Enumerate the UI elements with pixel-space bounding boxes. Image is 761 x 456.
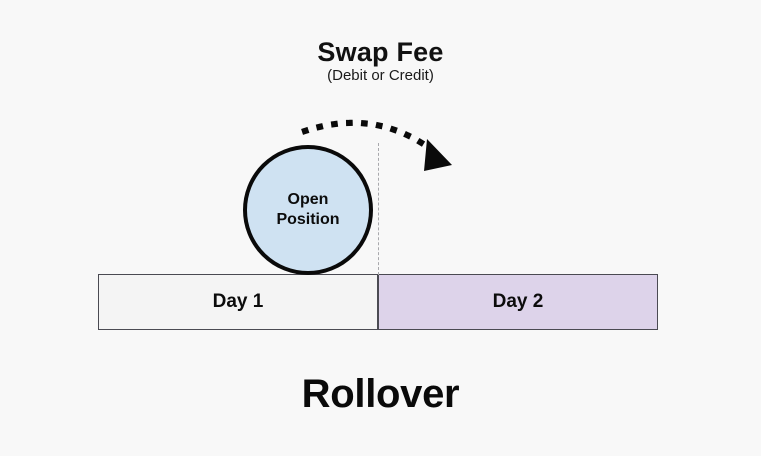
rollover-caption: Rollover bbox=[301, 372, 460, 416]
timeline-segment-day-1-label: Day 1 bbox=[212, 291, 264, 312]
timeline: Day 1 Day 2 bbox=[98, 274, 658, 330]
open-position-label-line-2: Position bbox=[276, 211, 340, 228]
open-position-circle: Open Position bbox=[243, 145, 373, 275]
arrow-head-icon bbox=[424, 139, 452, 171]
timeline-segment-day-2: Day 2 bbox=[378, 274, 658, 330]
arrow-dotted-arc bbox=[301, 119, 437, 155]
timeline-segment-day-1: Day 1 bbox=[98, 274, 378, 330]
day-boundary-divider bbox=[378, 143, 379, 275]
timeline-segment-day-2-label: Day 2 bbox=[492, 291, 544, 312]
page-title: Swap Fee bbox=[317, 37, 444, 67]
page-subtitle: (Debit or Credit) bbox=[327, 67, 434, 84]
open-position-label-line-1: Open bbox=[287, 191, 329, 208]
